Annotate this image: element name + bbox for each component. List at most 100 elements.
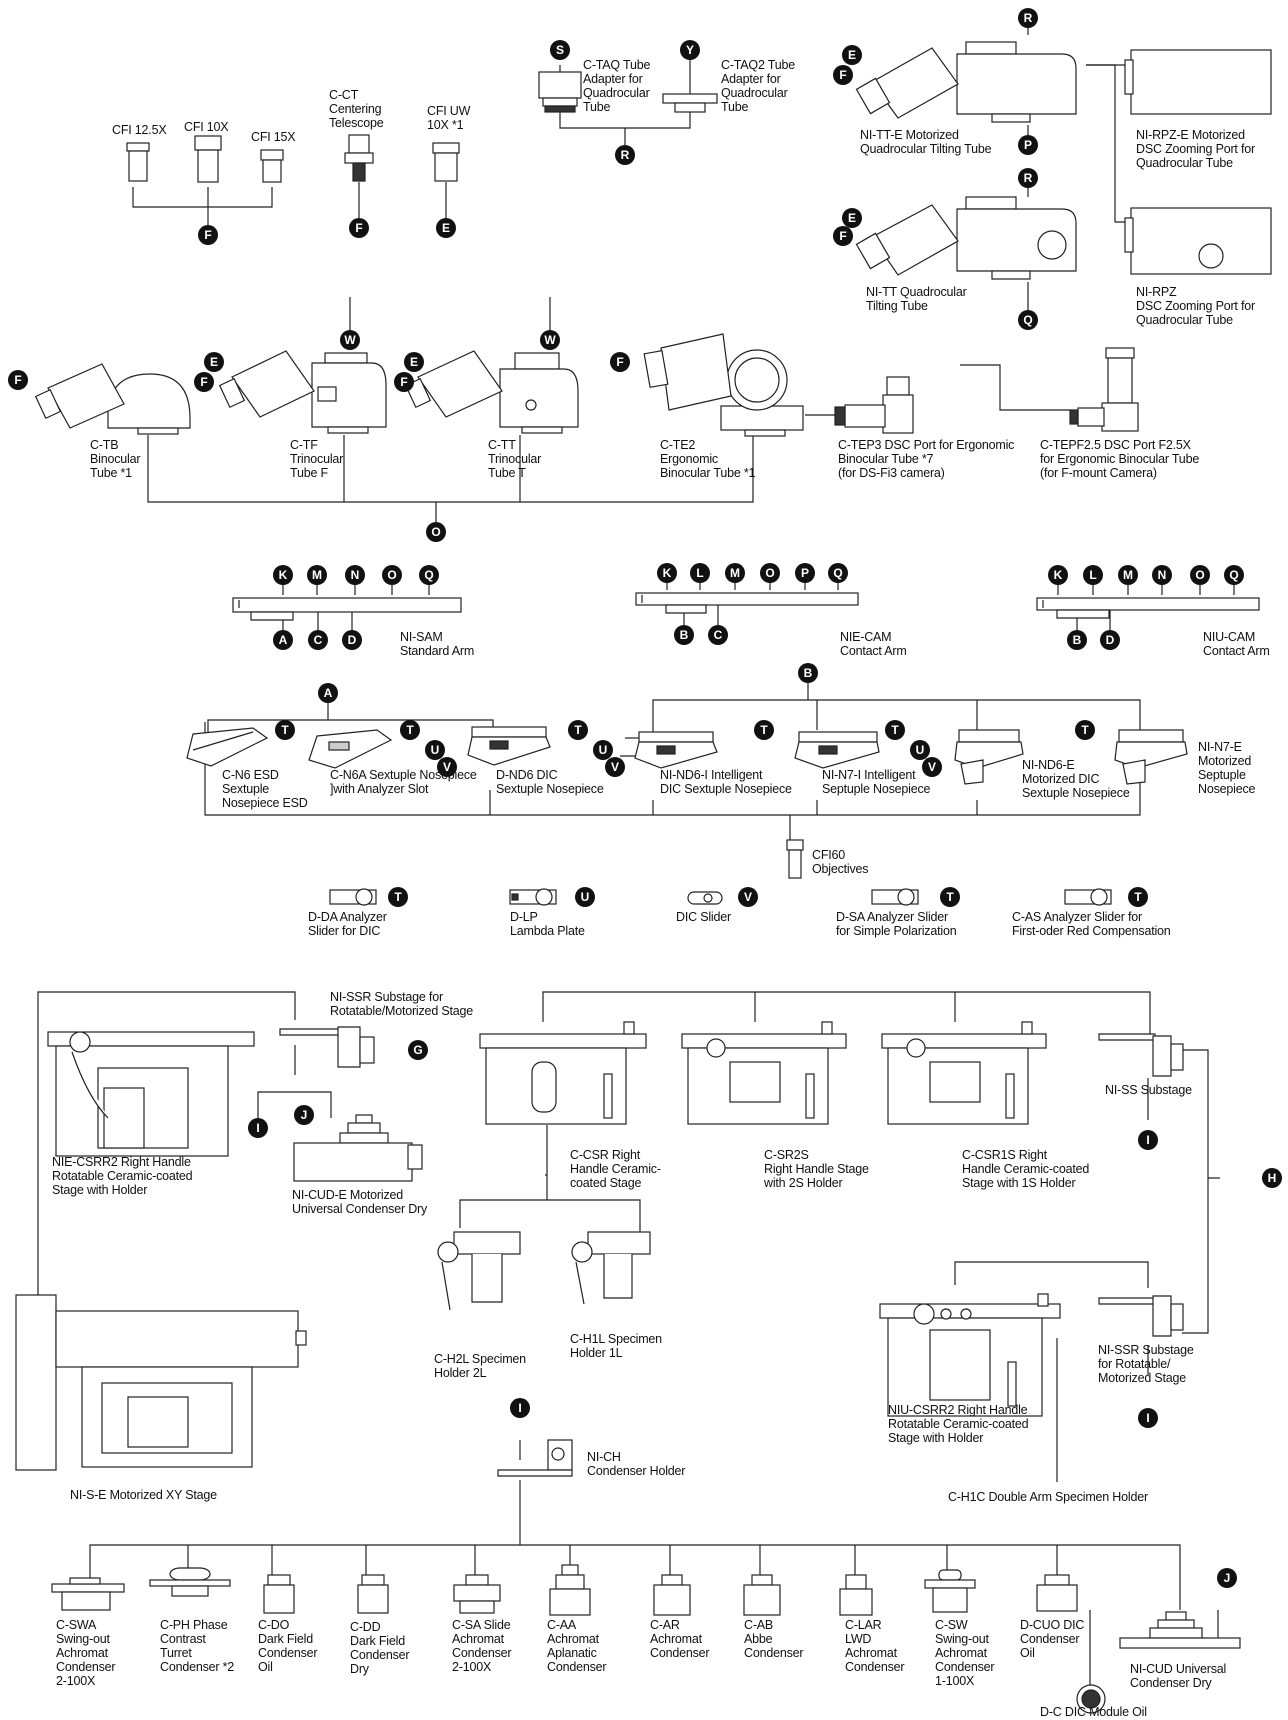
badge-e: E [842,208,862,228]
badge-t: T [885,720,905,740]
badge-k: K [657,563,677,583]
label-c-h1c: C-H1C Double Arm Specimen Holder [948,1490,1148,1504]
label-d-nd6: D-ND6 DIC Sextuple Nosepiece [496,768,604,796]
c-swa-condenser [48,1577,128,1616]
badge-q: Q [419,565,439,585]
ni-tt-tube [855,196,1082,285]
label-c-sw: C-SW Swing-out Achromat Condenser 1-100X [935,1618,995,1688]
badge-l: L [690,563,710,583]
cfi60-objective [785,839,805,880]
badge-y: Y [680,40,700,60]
nie-csrr2-stage [47,1018,258,1160]
ni-s-e-xy-stage [12,1285,312,1475]
label-d-cuo: D-CUO DIC Condenser Oil [1020,1618,1085,1660]
label-d-c-dic: D-C DIC Module Oil [1040,1705,1147,1719]
label-ni-nd6-e: NI-ND6-E Motorized DIC Sextuple Nosepiec… [1022,758,1130,800]
badge-q: Q [1224,565,1244,585]
label-cfi-10x: CFI 10X [184,120,229,134]
c-sa-condenser [452,1574,502,1615]
c-sw-condenser [924,1569,976,1614]
ni-cud-condenser [1119,1611,1241,1658]
label-nie-csrr2: NIE-CSRR2 Right Handle Rotatable Ceramic… [52,1155,193,1197]
label-ni-ch: NI-CH Condenser Holder [587,1450,686,1478]
label-ni-n7-e: NI-N7-E Motorized Septuple Nosepiece [1198,740,1256,796]
label-ni-cud: NI-CUD Universal Condenser Dry [1130,1662,1227,1690]
badge-h: H [1262,1168,1282,1188]
c-tepf25-port [1069,347,1140,433]
badge-w: W [340,330,360,350]
label-ni-s-e: NI-S-E Motorized XY Stage [70,1488,217,1502]
badge-f: F [198,225,218,245]
badge-b: B [798,663,818,683]
label-c-tb: C-TB Binocular Tube *1 [90,438,141,480]
badge-m: M [307,565,327,585]
ni-n7-e-nosepiece [1113,729,1189,786]
c-ph-condenser [149,1567,231,1600]
badge-t: T [388,887,408,907]
badge-b: B [674,625,694,645]
c-lar-condenser [838,1574,874,1617]
d-c-dic-module [1075,1683,1107,1715]
label-c-swa: C-SWA Swing-out Achromat Condenser 2-100… [56,1618,116,1688]
label-c-aa: C-AA Achromat Aplanatic Condenser [547,1618,607,1674]
dic-slider [687,890,724,906]
label-c-ph: C-PH Phase Contrast Turret Condenser *2 [160,1618,235,1674]
c-tf-tube [218,345,388,435]
ni-nd6-i-nosepiece [633,731,719,770]
label-c-sr2s: C-SR2S Right Handle Stage with 2S Holder [764,1148,869,1190]
badge-o: O [382,565,402,585]
badge-v: V [922,757,942,777]
label-c-taq: C-TAQ Tube Adapter for Quadrocular Tube [583,58,651,114]
ni-n7-i-nosepiece [793,731,881,770]
label-d-da: D-DA Analyzer Slider for DIC [308,910,387,938]
ni-nd6-e-nosepiece [953,729,1025,786]
badge-l: L [1083,565,1103,585]
label-c-csr: C-CSR Right Handle Ceramic- coated Stage [570,1148,661,1190]
c-csr-stage [479,1018,650,1130]
badge-t: T [568,720,588,740]
c-tb-tube [34,362,192,437]
ni-sam-arm [232,597,462,622]
c-taq-adapter [537,71,583,114]
c-h1l-holder [568,1231,656,1308]
badge-f: F [349,218,369,238]
label-cfi60: CFI60 Objectives [812,848,869,876]
label-niu-csrr2: NIU-CSRR2 Right Handle Rotatable Ceramic… [888,1403,1029,1445]
badge-a: A [273,630,293,650]
c-n6a-nosepiece [305,729,393,770]
c-te2-tube [643,330,805,438]
label-c-h1l: C-H1L Specimen Holder 1L [570,1332,662,1360]
label-c-as: C-AS Analyzer Slider for First-oder Red … [1012,910,1171,938]
label-c-dd: C-DD Dark Field Condenser Dry [350,1620,410,1676]
badge-e: E [404,352,424,372]
label-ni-ssr-right: NI-SSR Substage for Rotatable/ Motorized… [1098,1343,1194,1385]
label-ni-ssr-top: NI-SSR Substage for Rotatable/Motorized … [330,990,474,1018]
label-ni-tt: NI-TT Quadrocular Tilting Tube [866,285,967,313]
badge-i: I [1138,1408,1158,1428]
cfi-15x-eyepiece [259,149,285,184]
label-c-ab: C-AB Abbe Condenser [744,1618,804,1660]
badge-e: E [204,352,224,372]
badge-u: U [910,740,930,760]
badge-r: R [615,145,635,165]
badge-n: N [345,565,365,585]
label-c-do: C-DO Dark Field Condenser Oil [258,1618,318,1674]
badge-q: Q [828,563,848,583]
label-ni-rpz: NI-RPZ DSC Zooming Port for Quadrocular … [1136,285,1255,327]
label-ni-n7-i: NI-N7-I Intelligent Septuple Nosepiece [822,768,931,796]
label-cfi-15x: CFI 15X [251,130,296,144]
cfi-12-5x-eyepiece [125,142,151,183]
label-c-lar: C-LAR LWD Achromat Condenser [845,1618,905,1674]
badge-p: P [795,563,815,583]
badge-v: V [437,757,457,777]
badge-e: E [436,218,456,238]
c-dd-condenser [356,1574,390,1615]
badge-t: T [940,887,960,907]
cfi-10x-eyepiece [193,135,223,184]
badge-w: W [540,330,560,350]
badge-u: U [425,740,445,760]
niu-cam-arm [1036,597,1260,620]
niu-csrr2-stage [879,1290,1065,1420]
badge-o: O [760,563,780,583]
